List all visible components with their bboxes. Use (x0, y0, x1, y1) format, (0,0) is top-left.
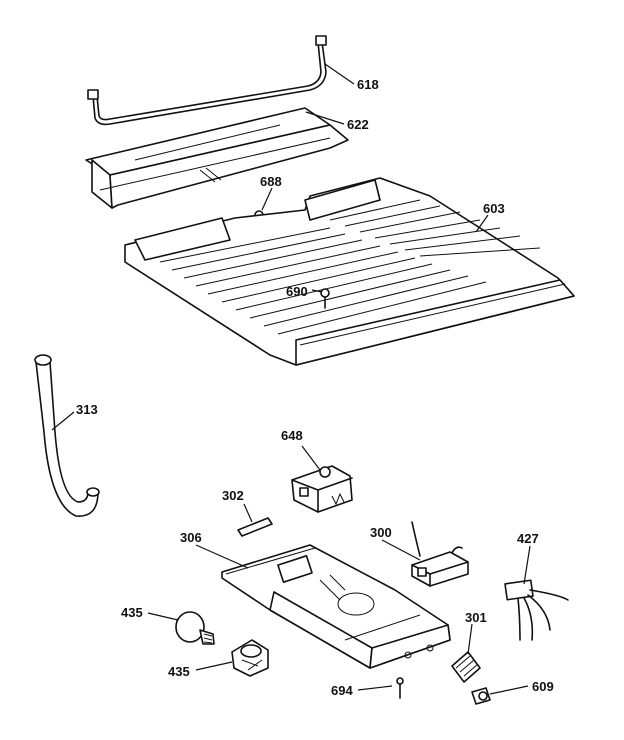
callout-603: 603 (483, 201, 505, 216)
callout-427: 427 (517, 531, 539, 546)
part-609-fitting (471, 687, 491, 705)
callout-313: 313 (76, 402, 98, 417)
part-306-control-housing (221, 544, 451, 669)
part-301-screw (451, 651, 481, 683)
part-427-harness (504, 579, 569, 641)
part-300-switch (411, 521, 469, 587)
part-435-lamp-socket (231, 639, 269, 677)
callout-300: 300 (370, 525, 392, 540)
callout-301: 301 (465, 610, 487, 625)
callout-690: 690 (286, 284, 308, 299)
part-648-thermostat (291, 465, 353, 513)
part-302-pin (237, 517, 273, 537)
part-622-channel (85, 107, 349, 209)
callout-622: 622 (347, 117, 369, 132)
part-690-screw (320, 288, 330, 309)
callout-435-socket: 435 (168, 664, 190, 679)
callout-609: 609 (532, 679, 554, 694)
part-694-screw (396, 677, 404, 699)
callout-306: 306 (180, 530, 202, 545)
callout-435-bulb: 435 (121, 605, 143, 620)
part-313-drain-tube (34, 354, 100, 517)
part-603-tray (124, 177, 575, 366)
part-618-heater-tube (87, 35, 327, 126)
callout-694: 694 (331, 683, 353, 698)
callout-leaders (51, 63, 531, 695)
callout-302: 302 (222, 488, 244, 503)
callout-648: 648 (281, 428, 303, 443)
part-435-lamp-bulb (175, 611, 215, 645)
callout-688: 688 (260, 174, 282, 189)
callout-618: 618 (357, 77, 379, 92)
